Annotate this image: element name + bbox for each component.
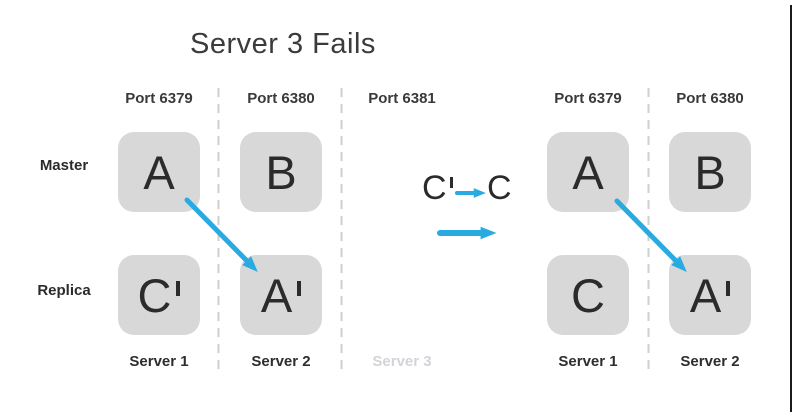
right-replica-node-a-prime: A: [669, 255, 751, 335]
node-letter: A: [260, 268, 293, 322]
left-server-2: Server 2: [251, 353, 311, 370]
right-edge-line: [790, 5, 792, 412]
diagram-title: Server 3 Fails: [190, 28, 376, 60]
node-letter: A: [143, 145, 175, 199]
right-port-6379: Port 6379: [554, 90, 622, 107]
prime-mark: [297, 280, 302, 296]
transition-from-letter: C: [422, 169, 447, 207]
prime-mark: [726, 280, 731, 296]
node-label: A: [572, 149, 603, 196]
right-master-node-a: A: [547, 132, 629, 212]
node-label: C: [422, 171, 453, 205]
left-port-6379: Port 6379: [125, 90, 193, 107]
node-label: C: [138, 272, 181, 319]
node-letter: B: [265, 145, 297, 199]
transition-to-letter: C: [487, 169, 512, 207]
node-letter: C: [571, 268, 605, 322]
node-label: A: [260, 268, 302, 322]
node-label: B: [694, 149, 725, 196]
left-port-6381: Port 6381: [368, 90, 436, 107]
left-server-1: Server 1: [129, 353, 189, 370]
left-port-6380: Port 6380: [247, 90, 315, 107]
left-master-node-b: B: [240, 132, 322, 212]
row-label-master: Master: [39, 157, 89, 174]
failover-arrow-right-a-to-a-prime: [614, 198, 687, 272]
left-server-3-failed: Server 3: [372, 353, 432, 370]
prime-mark: [449, 177, 453, 188]
right-replica-node-c: C: [547, 255, 629, 335]
row-label-replica: Replica: [37, 282, 91, 299]
node-label: C: [487, 171, 512, 205]
node-letter: A: [689, 268, 722, 322]
node-label: C: [571, 272, 605, 319]
left-replica-node-c-prime: C: [118, 255, 200, 335]
right-master-node-b: B: [669, 132, 751, 212]
right-port-6380: Port 6380: [676, 90, 744, 107]
node-letter: A: [572, 145, 604, 199]
node-label: B: [265, 149, 296, 196]
left-replica-node-a-prime: A: [240, 255, 322, 335]
node-label: A: [689, 268, 731, 322]
right-server-2: Server 2: [680, 353, 740, 370]
node-label: A: [143, 149, 174, 196]
node-letter: B: [694, 145, 726, 199]
prime-mark: [176, 280, 181, 296]
transition-from-label: C: [422, 171, 453, 205]
left-master-node-a: A: [118, 132, 200, 212]
transition-to-label: C: [487, 171, 512, 205]
node-letter: C: [137, 268, 172, 322]
right-server-1: Server 1: [558, 353, 618, 370]
failover-arrow-left-a-to-a-prime: [184, 197, 258, 272]
